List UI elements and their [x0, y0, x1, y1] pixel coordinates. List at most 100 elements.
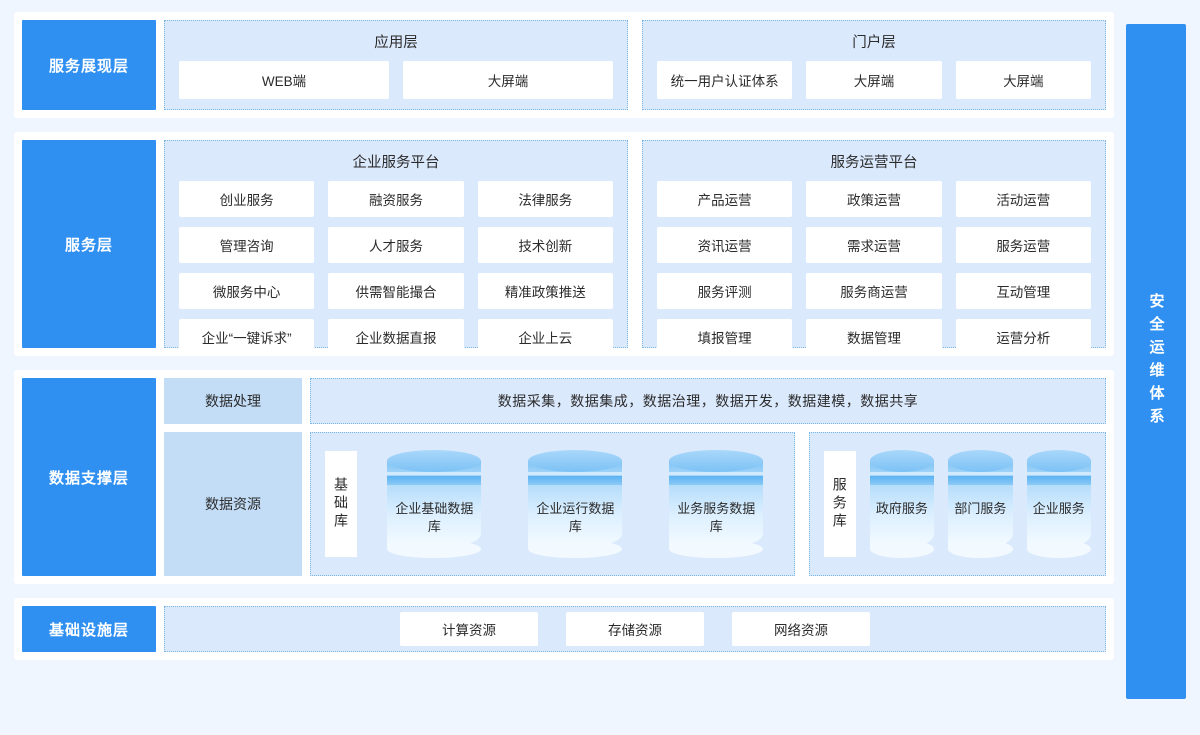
cylinder-cap-icon [669, 450, 764, 472]
layer-stack: 服务展现层 应用层 WEB端 大屏端 门户层 统一用户认证体系 大屏端 大屏端 [14, 12, 1114, 723]
database-label: 企业运行数据库 [536, 501, 615, 534]
chip-enterprise-cloud[interactable]: 企业上云 [477, 319, 613, 355]
cylinder-band-highlight-icon [387, 472, 482, 475]
chip-entrepreneurship-service[interactable]: 创业服务 [179, 181, 315, 217]
database-label: 政府服务 [875, 501, 928, 516]
chip-data-management[interactable]: 数据管理 [806, 319, 942, 355]
cylinder-cap-icon [1026, 450, 1092, 472]
cylinder-band-highlight-icon [948, 472, 1013, 475]
panel-enterprise-service-platform: 企业服务平台 创业服务 融资服务 法律服务 管理咨询 人才服务 技术创新 微服务… [164, 140, 628, 355]
panel-infrastructure-resources: 计算资源 存储资源 网络资源 [164, 606, 1106, 652]
data-support-right-column: 数据采集，数据集成，数据治理，数据开发，数据建模，数据共享 基础库 [310, 378, 1106, 576]
chip-large-screen-client-1[interactable]: 大屏端 [806, 61, 942, 99]
chip-precise-policy-push[interactable]: 精准政策推送 [477, 273, 613, 309]
panel-portal-layer: 门户层 统一用户认证体系 大屏端 大屏端 [642, 20, 1106, 110]
cylinder-band-highlight-icon [1026, 472, 1092, 475]
db-group-service-library: 服务库 政府服务 [808, 432, 1106, 576]
chip-demand-operation[interactable]: 需求运营 [806, 227, 942, 263]
chip-microservice-center[interactable]: 微服务中心 [179, 273, 315, 309]
cylinder-bottom-icon [669, 540, 764, 558]
cylinder-wrap-base-library: 企业基础数据库 企业运行数据库 [371, 450, 780, 558]
database-cylinder-enterprise-service[interactable]: 企业服务 [1026, 450, 1092, 558]
chip-talent-service[interactable]: 人才服务 [328, 227, 464, 263]
database-label: 业务服务数据库 [677, 501, 756, 534]
panel-service-operation-platform: 服务运营平台 产品运营 政策运营 活动运营 资讯运营 需求运营 服务运营 服务评… [642, 140, 1106, 355]
chip-policy-operation[interactable]: 政策运营 [806, 181, 942, 217]
layer-body-data-support: 数据处理 数据资源 数据采集，数据集成，数据治理，数据开发，数据建模，数据共享 … [164, 378, 1106, 576]
chip-large-screen-client[interactable]: 大屏端 [403, 61, 613, 99]
database-cylinder-business-service[interactable]: 业务服务数据库 [669, 450, 764, 558]
vertical-label-service-library: 服务库 [823, 451, 856, 557]
layer-body-infrastructure: 计算资源 存储资源 网络资源 [164, 606, 1106, 652]
cylinder-band-highlight-icon [869, 472, 935, 475]
chip-report-management[interactable]: 填报管理 [657, 319, 793, 355]
database-label: 企业基础数据库 [395, 501, 474, 534]
cylinder-band-highlight-icon [669, 472, 764, 475]
layer-label-service: 服务层 [22, 140, 156, 348]
chip-compute-resource[interactable]: 计算资源 [400, 612, 538, 646]
cylinder-band-icon [387, 476, 482, 485]
panel-application-layer: 应用层 WEB端 大屏端 [164, 20, 628, 110]
database-cylinder-enterprise-operation[interactable]: 企业运行数据库 [528, 450, 623, 558]
chip-one-click-appeal[interactable]: 企业“一键诉求” [179, 319, 315, 355]
layer-body-service-presentation: 应用层 WEB端 大屏端 门户层 统一用户认证体系 大屏端 大屏端 [164, 20, 1106, 110]
layer-infrastructure: 基础设施层 计算资源 存储资源 网络资源 [14, 598, 1114, 660]
database-label: 企业服务 [1032, 501, 1085, 516]
data-support-left-column: 数据处理 数据资源 [164, 378, 302, 576]
database-cylinder-enterprise-basic[interactable]: 企业基础数据库 [387, 450, 482, 558]
data-resource-label: 数据资源 [164, 432, 302, 576]
chip-large-screen-client-2[interactable]: 大屏端 [955, 61, 1091, 99]
chip-network-resource[interactable]: 网络资源 [732, 612, 870, 646]
chip-grid-enterprise-service-platform: 创业服务 融资服务 法律服务 管理咨询 人才服务 技术创新 微服务中心 供需智能… [165, 181, 627, 369]
cylinder-cap-icon [869, 450, 935, 472]
database-cylinder-government-service[interactable]: 政府服务 [869, 450, 935, 558]
chip-grid-service-operation-platform: 产品运营 政策运营 活动运营 资讯运营 需求运营 服务运营 服务评测 服务商运营… [643, 181, 1105, 369]
layer-service-presentation: 服务展现层 应用层 WEB端 大屏端 门户层 统一用户认证体系 大屏端 大屏端 [14, 12, 1114, 118]
panel-title-application-layer: 应用层 [374, 35, 418, 51]
panel-title-enterprise-service-platform: 企业服务平台 [352, 155, 440, 171]
chip-operation-analysis[interactable]: 运营分析 [955, 319, 1091, 355]
cylinder-bottom-icon [869, 540, 935, 558]
chip-financing-service[interactable]: 融资服务 [328, 181, 464, 217]
chip-service-provider-operation[interactable]: 服务商运营 [806, 273, 942, 309]
chip-supply-demand-matching[interactable]: 供需智能撮合 [328, 273, 464, 309]
database-label: 部门服务 [954, 501, 1007, 516]
chip-storage-resource[interactable]: 存储资源 [566, 612, 704, 646]
layer-body-service: 企业服务平台 创业服务 融资服务 法律服务 管理咨询 人才服务 技术创新 微服务… [164, 140, 1106, 355]
security-operations-sidebar: 安全运维体系 [1126, 24, 1186, 699]
chip-activity-operation[interactable]: 活动运营 [955, 181, 1091, 217]
cylinder-band-highlight-icon [528, 472, 623, 475]
chip-information-operation[interactable]: 资讯运营 [657, 227, 793, 263]
cylinder-band-icon [948, 476, 1013, 485]
layer-label-data-support: 数据支撑层 [22, 378, 156, 576]
cylinder-bottom-icon [948, 540, 1013, 558]
cylinder-bottom-icon [387, 540, 482, 558]
layer-data-support: 数据支撑层 数据处理 数据资源 数据采集，数据集成，数据治理，数据开发，数据建模… [14, 370, 1114, 584]
chip-interaction-management[interactable]: 互动管理 [955, 273, 1091, 309]
cylinder-bottom-icon [528, 540, 623, 558]
chip-product-operation[interactable]: 产品运营 [657, 181, 793, 217]
layer-label-infrastructure: 基础设施层 [22, 606, 156, 652]
vertical-label-base-library: 基础库 [325, 451, 357, 557]
cylinder-cap-icon [948, 450, 1013, 472]
chip-enterprise-data-report[interactable]: 企业数据直报 [328, 319, 464, 355]
chip-technology-innovation[interactable]: 技术创新 [477, 227, 613, 263]
chip-service-evaluation[interactable]: 服务评测 [657, 273, 793, 309]
cylinder-wrap-service-library: 政府服务 部门服务 [869, 450, 1092, 558]
layer-service: 服务层 企业服务平台 创业服务 融资服务 法律服务 管理咨询 人才服务 技术创新… [14, 132, 1114, 356]
chip-row-portal-layer: 统一用户认证体系 大屏端 大屏端 [643, 61, 1105, 111]
data-processing-label: 数据处理 [164, 378, 302, 424]
chip-unified-auth-system[interactable]: 统一用户认证体系 [657, 61, 793, 99]
database-cylinder-department-service[interactable]: 部门服务 [948, 450, 1013, 558]
panel-title-portal-layer: 门户层 [852, 35, 896, 51]
chip-management-consulting[interactable]: 管理咨询 [179, 227, 315, 263]
data-processing-capabilities: 数据采集，数据集成，数据治理，数据开发，数据建模，数据共享 [310, 378, 1106, 424]
cylinder-bottom-icon [1026, 540, 1092, 558]
chip-legal-service[interactable]: 法律服务 [477, 181, 613, 217]
db-group-base-library: 基础库 企业基础数据库 [310, 432, 795, 576]
chip-service-operation[interactable]: 服务运营 [955, 227, 1091, 263]
cylinder-band-icon [528, 476, 623, 485]
chip-web-client[interactable]: WEB端 [179, 61, 389, 99]
cylinder-band-icon [869, 476, 935, 485]
